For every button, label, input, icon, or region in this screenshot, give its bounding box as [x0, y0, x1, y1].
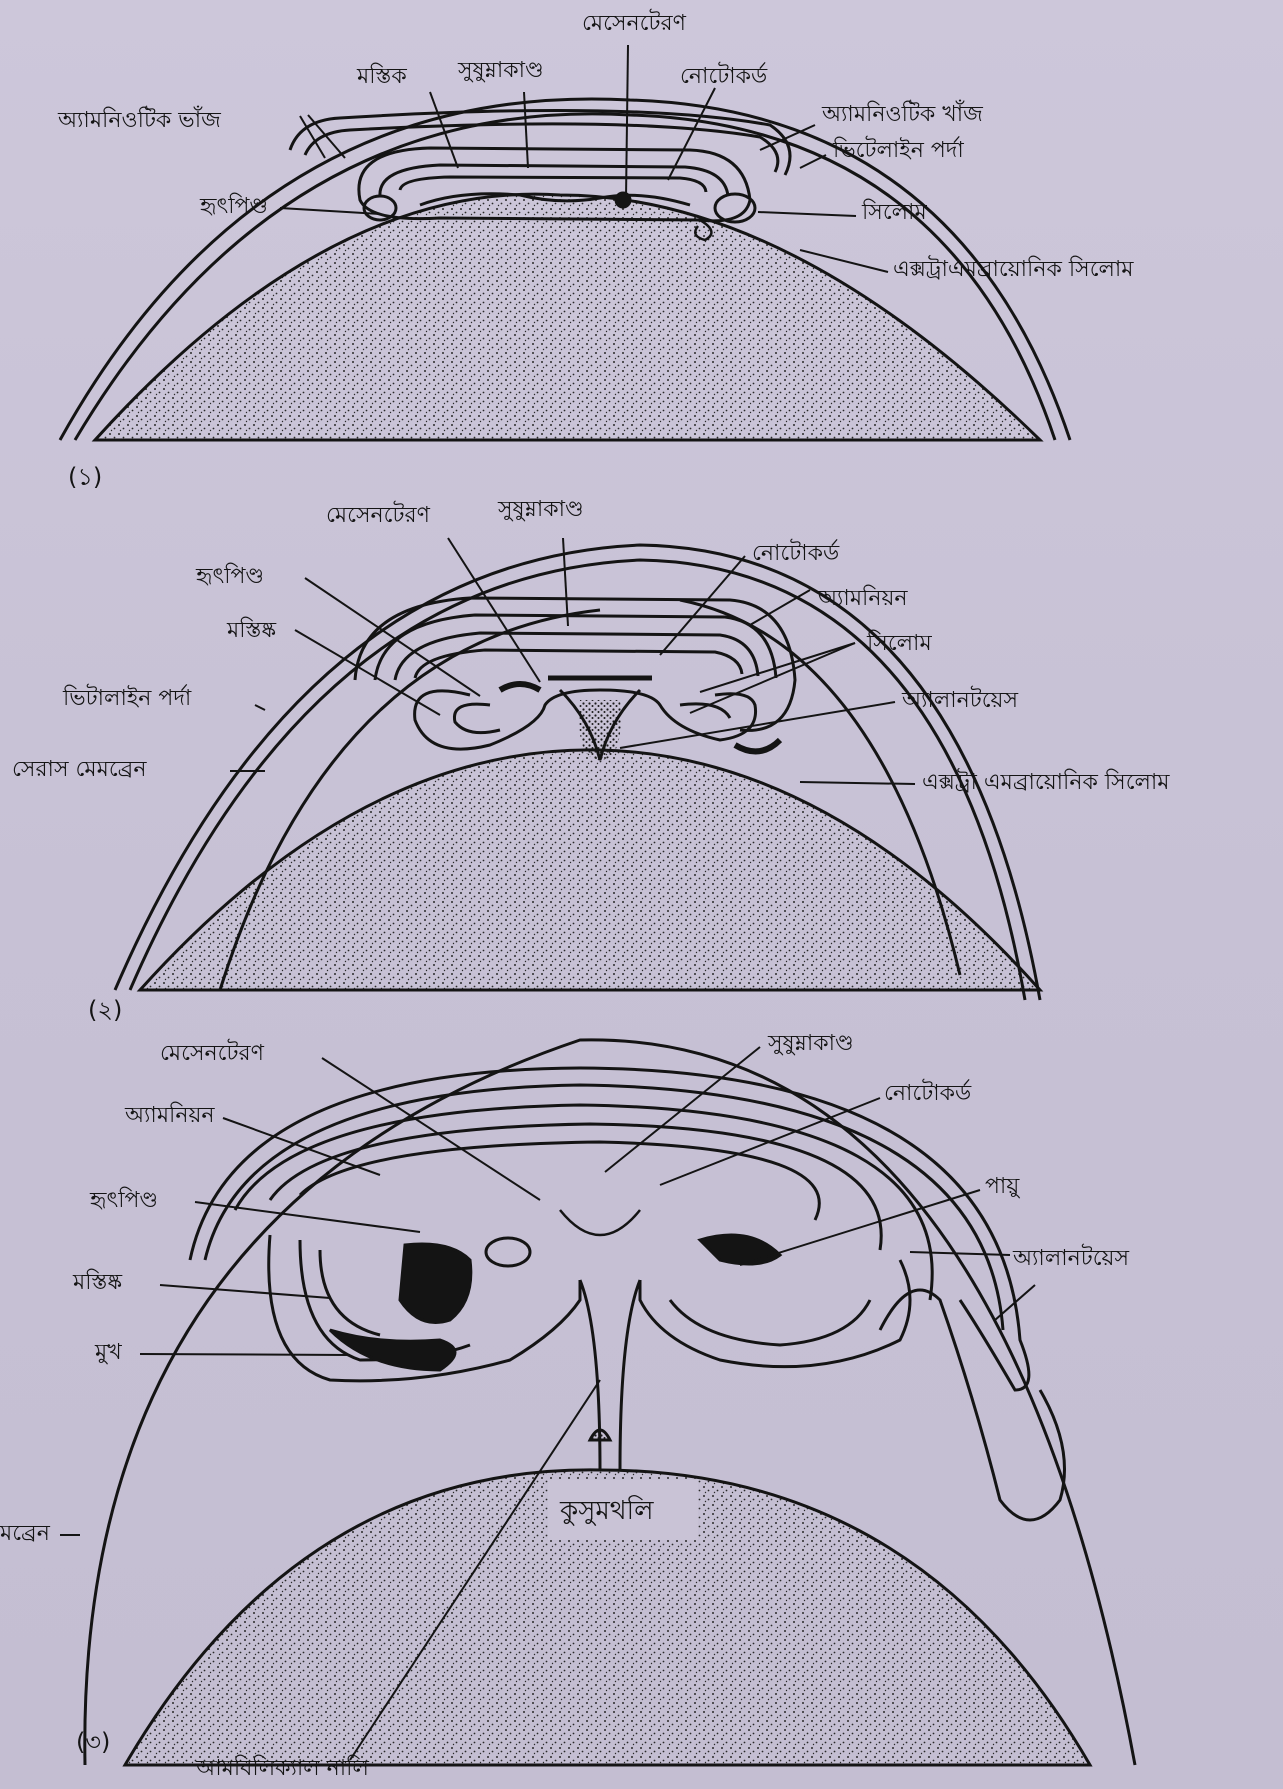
fig2-label-heart: হৃৎপিণ্ড	[196, 566, 264, 588]
fig3-label-umbilical-canal: আমবিলিক্যাল নালি	[196, 1758, 369, 1780]
fig2-yolk	[140, 750, 1040, 990]
fig2-embryo-head	[415, 690, 600, 749]
fig1-label-heart: হৃৎপিণ্ড	[200, 196, 268, 218]
fig3-number: (৩)	[76, 1730, 110, 1754]
fig2-label-coelom: সিলোম	[867, 633, 932, 655]
fig3-label-notochord: নোটোকর্ড	[884, 1083, 971, 1105]
fig1-label-mesenteron: মেসেনটেরণ	[582, 13, 686, 35]
fig3-heart-mass	[400, 1244, 471, 1323]
fig3-label-brain: মস্তিষ্ক	[73, 1272, 122, 1294]
fig2-label-spinal-cord: সুষুম্নাকাণ্ড	[498, 499, 584, 521]
fig1-label-brain: মস্তিক	[357, 66, 407, 88]
fig2-label-mesenteron: মেসেনটেরণ	[326, 505, 430, 527]
fig1-label-spinal-cord: সুষুম্নাকাণ্ড	[458, 60, 544, 82]
fig1-label-notochord: নোটোকর্ড	[680, 66, 767, 88]
fig2-label-extraembryonic-coelom: এক্সট্রা এমব্রায়োনিক সিলোম	[922, 772, 1170, 794]
fig3-label-amnion: অ্যামনিয়ন	[125, 1105, 215, 1127]
fig1-label-amniotic-fold-left: অ্যামনিওটিক ভাঁজ	[58, 110, 221, 132]
fig2-label-amnion: অ্যামনিয়ন	[818, 588, 908, 610]
fig1-label-amniotic-groove-right: অ্যামনিওটিক খাঁজ	[822, 104, 983, 126]
fig3-label-heart: হৃৎপিণ্ড	[90, 1190, 158, 1212]
fig1-label-coelom: সিলোম	[862, 202, 927, 224]
fig2-label-serous-membrane: সেরাস মেমব্রেন	[12, 759, 146, 781]
fig2-label-allantois: অ্যালানটয়েস	[902, 690, 1018, 712]
fig3-label-spinal-cord: সুষুম্নাকাণ্ড	[768, 1033, 854, 1055]
fig3-label-allantois: অ্যালানটয়েস	[1013, 1248, 1129, 1270]
fig2-label-brain: মস্তিষ্ক	[227, 620, 276, 642]
fig2-number: (২)	[88, 998, 122, 1022]
fig1-number: (১)	[68, 465, 102, 489]
fig3-label-mesenteron: মেসেনটেরণ	[160, 1043, 264, 1065]
fig3-label-anus: পায়ু	[985, 1176, 1019, 1198]
fig1-label-extraembryonic-coelom: এক্সট্রাএমব্রায়োনিক সিলোম	[893, 259, 1134, 281]
fig3-amnion	[190, 1068, 1029, 1390]
fig3-label-membrane: মব্রেন	[0, 1523, 50, 1545]
fig3-label-yolk-sac: কুসুমথলি	[560, 1498, 653, 1524]
fig2-label-notochord: নোটোকর্ড	[752, 543, 839, 565]
figure-3-diagram	[60, 1040, 1135, 1765]
fig3-label-mouth: মুখ	[95, 1342, 122, 1364]
fig2-label-vitelline-membrane: ভিটালাইন পর্দা	[63, 688, 191, 710]
fig1-label-vitelline-membrane: ভিটেলাইন পর্দা	[833, 140, 964, 162]
fig1-yolk	[95, 194, 1040, 440]
